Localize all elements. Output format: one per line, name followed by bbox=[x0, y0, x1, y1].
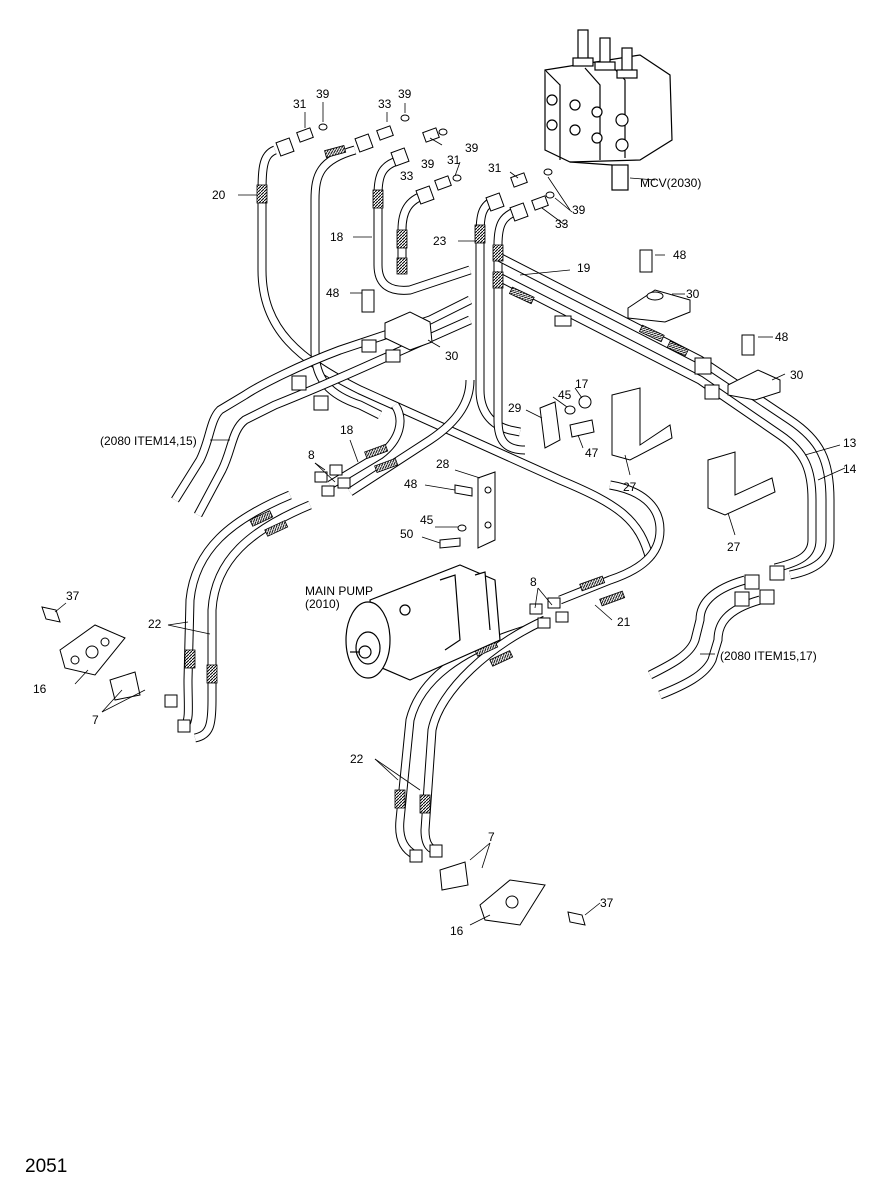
callout-labels: 31 39 33 39 39 31 33 39 31 39 33 20 18 2… bbox=[33, 87, 857, 938]
callout-22: 22 bbox=[350, 752, 364, 766]
callout-7: 7 bbox=[92, 713, 99, 727]
callout-47: 47 bbox=[585, 446, 599, 460]
callout-50: 50 bbox=[400, 527, 414, 541]
callout-30: 30 bbox=[686, 287, 700, 301]
mcv-control-valve bbox=[544, 29, 673, 191]
callout-48: 48 bbox=[673, 248, 687, 262]
fittings bbox=[41, 114, 785, 926]
clamps-and-brackets bbox=[59, 289, 781, 926]
callout-37: 37 bbox=[600, 896, 614, 910]
callout-33: 33 bbox=[378, 97, 392, 111]
callout-8: 8 bbox=[308, 448, 315, 462]
hose-lines bbox=[171, 145, 835, 860]
callout-30: 30 bbox=[445, 349, 459, 363]
main-pump-label: MAIN PUMP bbox=[305, 584, 373, 598]
callout-39: 39 bbox=[316, 87, 330, 101]
callout-18: 18 bbox=[340, 423, 354, 437]
callout-8: 8 bbox=[530, 575, 537, 589]
callout-27: 27 bbox=[727, 540, 741, 554]
callout-18: 18 bbox=[330, 230, 344, 244]
callout-39: 39 bbox=[465, 141, 479, 155]
hose-sleeves bbox=[184, 145, 689, 814]
callout-30: 30 bbox=[790, 368, 804, 382]
callout-48: 48 bbox=[326, 286, 340, 300]
callout-7: 7 bbox=[488, 830, 495, 844]
callout-21: 21 bbox=[617, 615, 631, 629]
callout-31: 31 bbox=[488, 161, 502, 175]
callout-39: 39 bbox=[398, 87, 412, 101]
callout-22: 22 bbox=[148, 617, 162, 631]
callout-39: 39 bbox=[421, 157, 435, 171]
callout-45: 45 bbox=[420, 513, 434, 527]
callout-28: 28 bbox=[436, 457, 450, 471]
callout-29: 29 bbox=[508, 401, 522, 415]
callout-16: 16 bbox=[450, 924, 464, 938]
callout-20: 20 bbox=[212, 188, 226, 202]
callout-27: 27 bbox=[623, 480, 637, 494]
callout-31: 31 bbox=[293, 97, 307, 111]
callout-14: 14 bbox=[843, 462, 857, 476]
callout-48: 48 bbox=[775, 330, 789, 344]
mcv-reference-label: MCV(2030) bbox=[640, 176, 701, 190]
callout-23: 23 bbox=[433, 234, 447, 248]
callout-16: 16 bbox=[33, 682, 47, 696]
page-number: 2051 bbox=[25, 1156, 67, 1177]
callout-31: 31 bbox=[447, 153, 461, 167]
item-reference-right: (2080 ITEM15,17) bbox=[720, 649, 817, 663]
callout-37: 37 bbox=[66, 589, 80, 603]
main-pump-code-label: (2010) bbox=[305, 597, 340, 611]
callout-33: 33 bbox=[400, 169, 414, 183]
item-reference-left: (2080 ITEM14,15) bbox=[100, 434, 197, 448]
callout-45: 45 bbox=[558, 388, 572, 402]
callout-19: 19 bbox=[577, 261, 591, 275]
callout-13: 13 bbox=[843, 436, 857, 450]
main-pump bbox=[345, 564, 501, 681]
callout-48: 48 bbox=[404, 477, 418, 491]
callout-39: 39 bbox=[572, 203, 586, 217]
callout-17: 17 bbox=[575, 377, 589, 391]
callout-33: 33 bbox=[555, 217, 569, 231]
leader-lines bbox=[54, 102, 846, 926]
